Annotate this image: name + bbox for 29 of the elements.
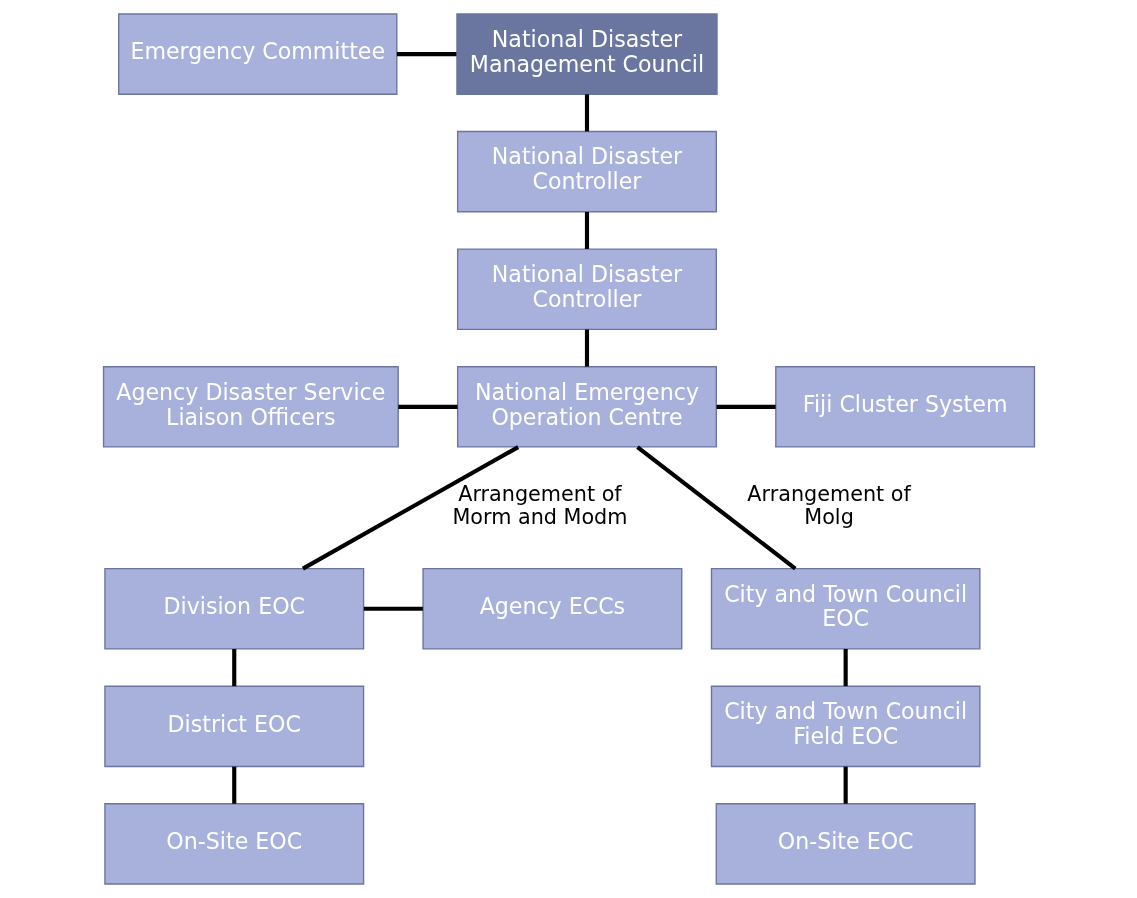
connector <box>363 606 423 611</box>
edge-label: Arrangement of Morm and Modm <box>451 481 627 530</box>
connector <box>396 52 456 57</box>
node-box: National Disaster Management Council <box>455 13 718 95</box>
connector <box>843 766 848 804</box>
connector <box>584 329 589 367</box>
node-box: Emergency Committee <box>117 13 397 95</box>
node-box: National Disaster Controller <box>456 130 717 213</box>
connector <box>397 404 458 409</box>
node-box: Agency ECCs <box>421 567 682 650</box>
node-box: Fiji Cluster System <box>774 366 1035 448</box>
connector <box>584 94 589 132</box>
connector <box>231 766 236 804</box>
connector <box>231 649 236 687</box>
connector <box>635 445 797 571</box>
node-box: On-Site EOC <box>103 803 364 885</box>
node-box: District EOC <box>103 685 364 768</box>
node-box: Division EOC <box>103 567 364 650</box>
connector <box>584 211 589 249</box>
node-box: Agency Disaster Service Liaison Officers <box>102 366 399 448</box>
node-box: National Disaster Controller <box>456 248 717 331</box>
connector <box>716 404 776 409</box>
connector <box>301 445 519 571</box>
node-box: City and Town Council Field EOC <box>710 685 981 768</box>
edge-label: Arrangement of Molg <box>746 481 911 530</box>
node-box: On-Site EOC <box>715 803 976 885</box>
node-box: National Emergency Operation Centre <box>456 366 717 448</box>
connector <box>843 649 848 687</box>
node-box: City and Town Council EOC <box>710 567 981 650</box>
